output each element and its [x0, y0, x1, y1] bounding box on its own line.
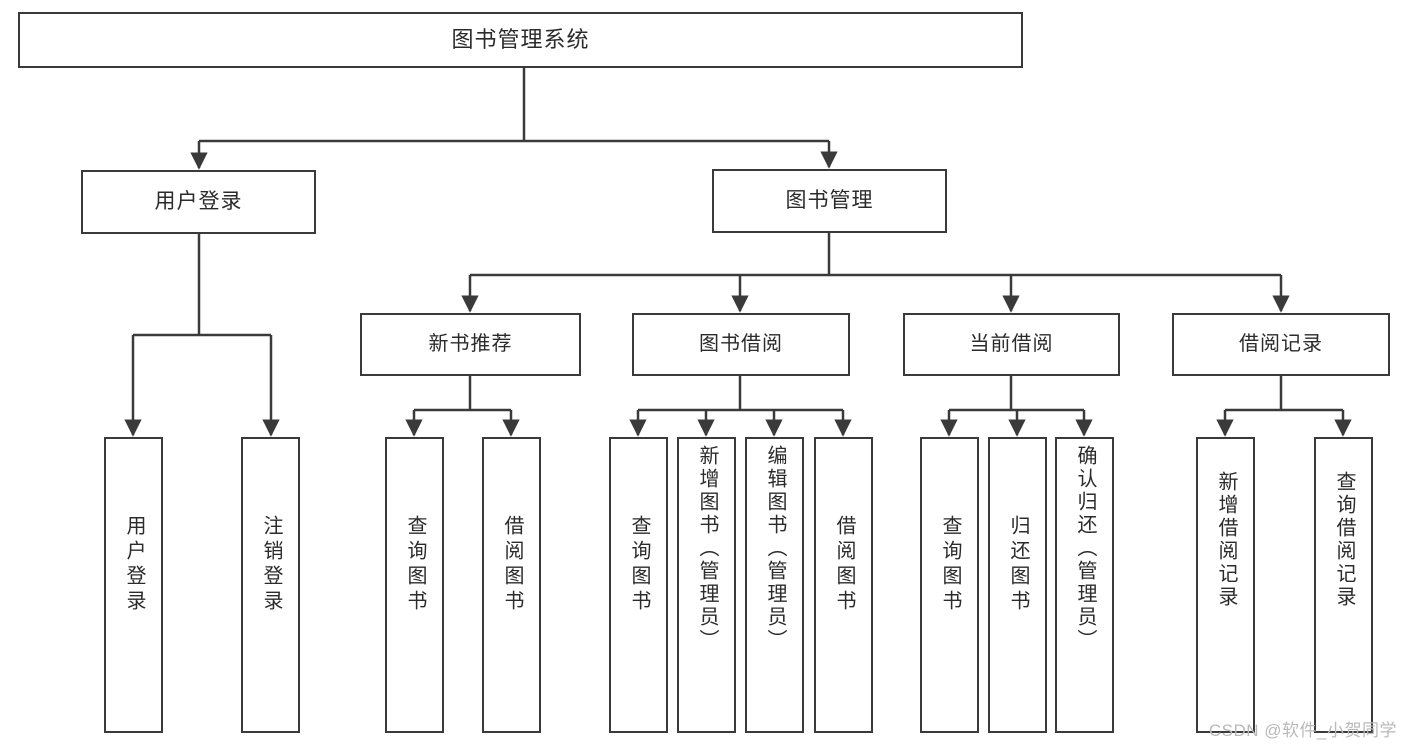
node-leaf-borrow-book-2[interactable]: 借阅图书: [814, 437, 873, 733]
node-label: 借阅记录: [1239, 333, 1323, 355]
node-leaf-query-record[interactable]: 查询借阅记录: [1314, 437, 1373, 733]
node-leaf-confirm-return[interactable]: 确认归还（管理员）: [1055, 437, 1114, 733]
node-leaf-borrow-book-1[interactable]: 借阅图书: [482, 437, 541, 733]
node-new-book-rec[interactable]: 新书推荐: [360, 313, 581, 376]
node-leaf-user-login[interactable]: 用户登录: [104, 437, 163, 733]
node-label: 当前借阅: [969, 333, 1054, 355]
csdn-watermark: CSDN @软件_小贺同学: [1208, 721, 1397, 740]
node-label: 图书管理系统: [451, 27, 590, 53]
node-leaf-add-book[interactable]: 新增图书（管理员）: [677, 437, 736, 733]
node-label: 归还图书: [1007, 515, 1029, 615]
node-leaf-add-record[interactable]: 新增借阅记录: [1196, 437, 1255, 733]
node-book-manage[interactable]: 图书管理: [712, 169, 947, 233]
node-label: 查询借阅记录: [1333, 471, 1355, 609]
node-label: 图书管理: [785, 188, 874, 212]
node-label: 编辑图书（管理员）: [764, 445, 786, 652]
node-label: 用户登录: [154, 189, 243, 213]
node-label: 注销登录: [260, 515, 282, 615]
node-label: 新书推荐: [428, 333, 513, 355]
node-label: 图书借阅: [699, 333, 783, 355]
node-label: 查询图书: [404, 515, 426, 615]
node-label: 新增图书（管理员）: [696, 445, 718, 652]
node-label: 用户登录: [123, 515, 145, 615]
node-book-borrow[interactable]: 图书借阅: [632, 313, 850, 376]
node-label: 借阅图书: [501, 515, 523, 615]
node-label: 查询图书: [628, 515, 650, 615]
node-root-system[interactable]: 图书管理系统: [18, 12, 1023, 68]
node-user-login[interactable]: 用户登录: [81, 170, 316, 234]
node-label: 确认归还（管理员）: [1074, 445, 1096, 652]
node-current-borrow[interactable]: 当前借阅: [903, 313, 1120, 376]
node-label: 借阅图书: [833, 515, 855, 615]
node-leaf-logout[interactable]: 注销登录: [241, 437, 300, 733]
node-leaf-edit-book[interactable]: 编辑图书（管理员）: [745, 437, 804, 733]
node-label: 新增借阅记录: [1215, 471, 1237, 609]
node-leaf-query-book-2[interactable]: 查询图书: [609, 437, 668, 733]
node-leaf-return-book[interactable]: 归还图书: [988, 437, 1047, 733]
node-leaf-query-book-1[interactable]: 查询图书: [385, 437, 444, 733]
node-borrow-record[interactable]: 借阅记录: [1172, 313, 1390, 376]
node-leaf-query-book-3[interactable]: 查询图书: [920, 437, 979, 733]
node-label: 查询图书: [939, 515, 961, 615]
